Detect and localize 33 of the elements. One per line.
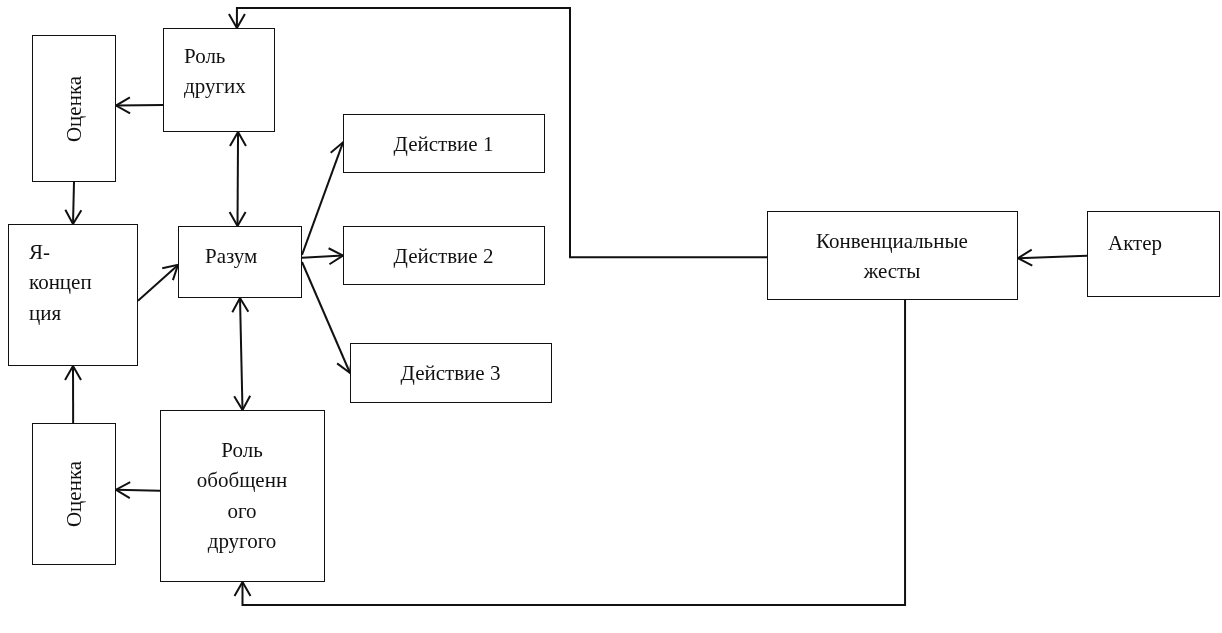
- process-box: [767, 211, 1018, 300]
- box-label: Оценка: [60, 460, 87, 528]
- process-box: [163, 28, 275, 132]
- arrow: [1017, 248, 1088, 267]
- arrow: [231, 297, 252, 411]
- box-label: Оценка: [60, 75, 87, 142]
- process-box: [343, 114, 545, 173]
- process-box: [350, 343, 552, 403]
- box-label: Актер: [1108, 230, 1164, 257]
- box-label: Роль других: [184, 43, 247, 101]
- arrow: [227, 7, 768, 259]
- box-label: Конвенциальные жесты: [815, 227, 969, 285]
- arrow: [228, 131, 247, 227]
- process-box: [8, 224, 138, 366]
- process-box: [343, 226, 545, 285]
- process-box: [32, 423, 116, 565]
- box-label: Действие 2: [392, 242, 495, 270]
- box-label: Я- концеп ция: [29, 239, 93, 327]
- process-box: [32, 35, 116, 182]
- arrow: [64, 181, 83, 225]
- box-label: Действие 1: [392, 130, 495, 158]
- process-box: [160, 410, 325, 582]
- arrow: [64, 365, 83, 424]
- arrow: [233, 299, 907, 606]
- arrow: [115, 96, 164, 115]
- box-label: Действие 3: [399, 359, 502, 387]
- arrow: [301, 247, 344, 266]
- arrow: [115, 481, 161, 500]
- box-label: Разум: [205, 243, 259, 270]
- process-box: [178, 226, 302, 298]
- box-label: Роль обобщенн ого другого: [195, 437, 289, 556]
- arrow: [137, 263, 179, 302]
- process-box: [1087, 211, 1220, 297]
